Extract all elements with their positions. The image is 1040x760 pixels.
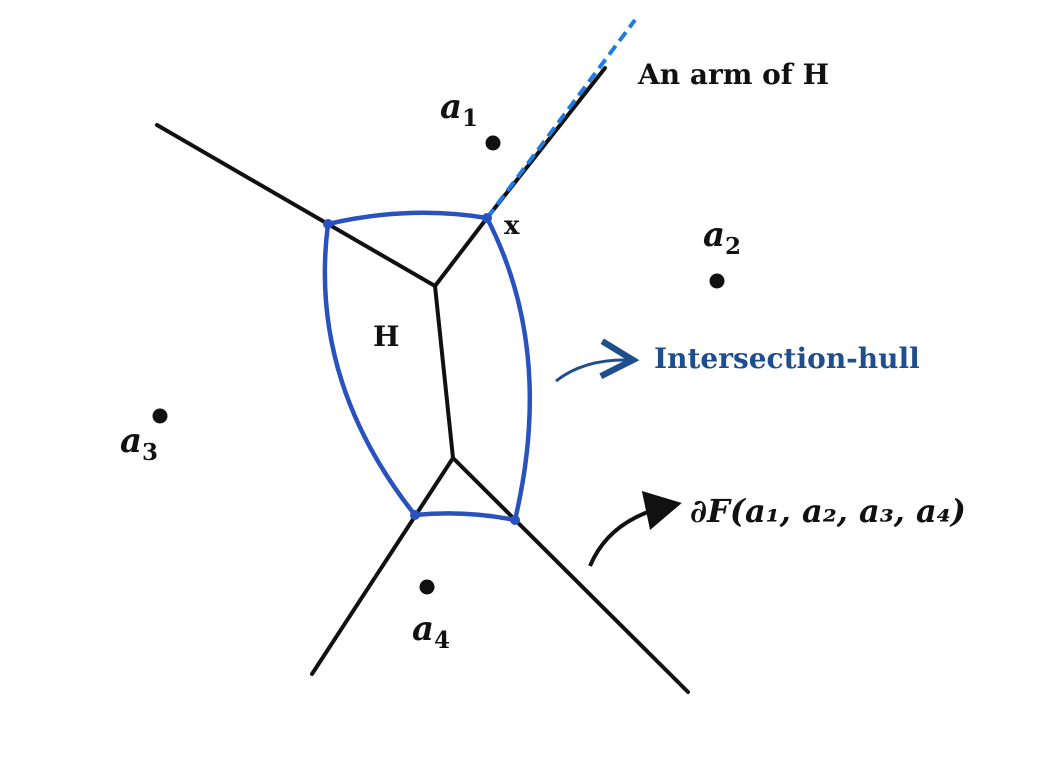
edge-lower-left bbox=[310, 456, 455, 676]
label-x: x bbox=[504, 211, 520, 241]
tree-edges bbox=[155, 123, 690, 694]
boundary-arrow bbox=[588, 490, 682, 567]
label-a4: a4 bbox=[412, 609, 450, 654]
hull-vertex-top-left bbox=[323, 219, 333, 229]
point-a2 bbox=[709, 273, 725, 289]
label-a2: a2 bbox=[703, 215, 741, 260]
hull-arrow bbox=[555, 338, 640, 383]
label-a1: a1 bbox=[440, 87, 478, 132]
edge-center bbox=[433, 284, 455, 460]
hull-vertex-bottom-right bbox=[510, 515, 520, 525]
intersection-hull bbox=[322, 210, 533, 523]
label-a3-base: a bbox=[120, 421, 142, 461]
label-arm: An arm of H bbox=[637, 58, 829, 91]
point-a1 bbox=[485, 135, 501, 151]
label-a2-sub: 2 bbox=[725, 233, 741, 260]
label-a3: a3 bbox=[120, 421, 158, 466]
hull-vertices bbox=[323, 213, 520, 525]
edge-lower-right bbox=[451, 456, 690, 694]
label-a3-sub: 3 bbox=[142, 439, 158, 466]
arm-of-h bbox=[485, 18, 637, 220]
arm-dashed bbox=[485, 18, 637, 220]
arm-solid bbox=[485, 66, 607, 220]
label-a4-base: a bbox=[412, 609, 434, 649]
label-hull: Intersection-hull bbox=[654, 342, 920, 375]
hull-vertex-bottom-left bbox=[410, 510, 420, 520]
point-a4 bbox=[419, 579, 435, 595]
label-a4-sub: 4 bbox=[434, 627, 450, 654]
edge-upper-right bbox=[433, 216, 489, 288]
hull-vertex-x bbox=[482, 213, 492, 223]
label-a1-sub: 1 bbox=[462, 105, 478, 132]
label-a2-base: a bbox=[703, 215, 725, 255]
edge-upper-left bbox=[155, 123, 437, 288]
points bbox=[152, 135, 725, 595]
label-h: H bbox=[373, 320, 399, 353]
label-boundary: ∂F(a₁, a₂, a₃, a₄) bbox=[690, 492, 966, 530]
label-a1-base: a bbox=[440, 87, 462, 127]
point-a3 bbox=[152, 408, 168, 424]
